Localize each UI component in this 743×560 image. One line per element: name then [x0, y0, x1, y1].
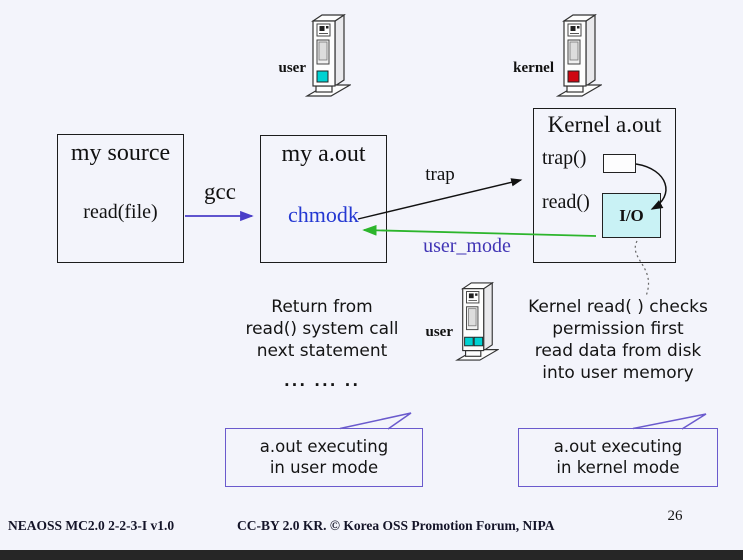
my-source-box: my source read(file): [57, 134, 184, 263]
return-note-line: Return from: [271, 297, 373, 317]
return-note: Return from read() system call next stat…: [222, 296, 422, 392]
my-source-title: my source: [70, 140, 171, 166]
kernel-icon-label: kernel: [513, 60, 554, 76]
chmodk-code: chmodk: [288, 202, 359, 227]
footer-license: CC-BY 2.0 KR. © Korea OSS Promotion Foru…: [237, 518, 555, 533]
trap-fn-label: trap(): [542, 147, 587, 169]
gcc-label: gcc: [204, 179, 236, 204]
kernel-computer-icon: kernel: [508, 10, 604, 100]
kernel-note-line: permission first: [552, 319, 684, 339]
kernel-read-note: Kernel read( ) checks permission first r…: [515, 296, 721, 384]
kernel-bubble-tail: [632, 413, 707, 430]
kernel-aout-box: Kernel a.out trap() read() I/O: [533, 108, 676, 263]
kernel-mode-callout: a.out executing in kernel mode: [518, 428, 718, 487]
trap-return-slot: [603, 154, 636, 173]
io-block: I/O: [602, 193, 661, 238]
user-mid-icon-label: user: [425, 324, 454, 340]
computer-tower-icon: [556, 14, 602, 98]
user-mid-computer-icon: user: [415, 280, 505, 362]
computer-tower-icon: [305, 14, 351, 98]
read-fn-label: read(): [542, 191, 590, 213]
my-aout-box: my a.out chmodk: [260, 135, 387, 263]
kernel-note-line: into user memory: [542, 363, 694, 383]
bottom-bar: [0, 550, 743, 560]
computer-tower-icon: [454, 282, 500, 362]
user-mode-label: user_mode: [423, 235, 511, 257]
user-computer-icon: user: [266, 10, 358, 100]
user-mode-callout: a.out executing in user mode: [225, 428, 423, 487]
page-number: 26: [667, 508, 683, 524]
return-note-line: next statement: [256, 341, 388, 361]
kernel-mode-callout-line: in kernel mode: [556, 458, 680, 477]
user-mode-callout-line: a.out executing: [259, 437, 389, 456]
kernel-aout-title: Kernel a.out: [547, 112, 662, 137]
kernel-mode-callout-line: a.out executing: [553, 437, 683, 456]
kernel-note-line: read data from disk: [534, 341, 702, 361]
return-note-dots: ... ... ..: [283, 372, 361, 390]
user-mode-callout-line: in user mode: [269, 458, 379, 477]
user-bubble-tail: [339, 412, 412, 430]
user-icon-label: user: [278, 60, 307, 76]
trap-label: trap: [425, 164, 455, 185]
my-source-code: read(file): [83, 201, 158, 223]
kernel-note-line: Kernel read( ) checks: [528, 297, 708, 317]
footer-version: NEAOSS MC2.0 2-2-3-I v1.0: [8, 518, 175, 533]
my-aout-title: my a.out: [281, 141, 366, 167]
return-note-line: read() system call: [245, 319, 399, 339]
